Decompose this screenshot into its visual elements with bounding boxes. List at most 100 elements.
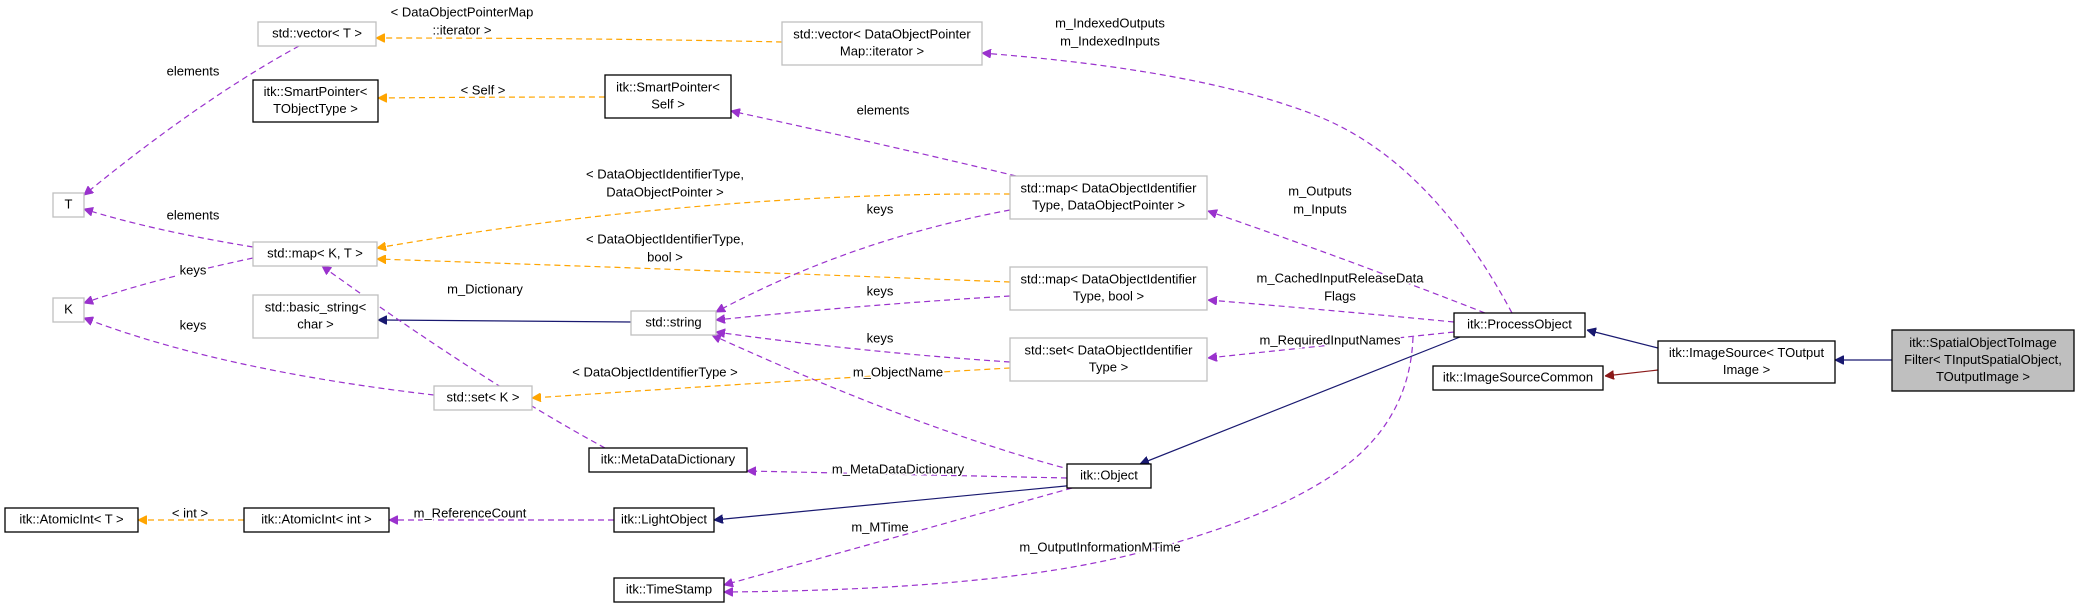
class-node-label: std::vector< DataObjectPointer xyxy=(793,26,971,41)
edge-label: m_ReferenceCount xyxy=(414,505,527,520)
class-node-label: itk::TimeStamp xyxy=(626,581,712,596)
class-node-object[interactable]: itk::Object xyxy=(1066,463,1152,489)
edge-imagesourcecommon-to-imagesource xyxy=(1605,369,1659,376)
class-node-atomicint_int[interactable]: itk::AtomicInt< int > xyxy=(243,507,390,533)
class-node-lightobject[interactable]: itk::LightObject xyxy=(613,507,715,533)
edge-label: m_CachedInputReleaseData xyxy=(1257,270,1425,285)
edge-lightobject-to-object xyxy=(714,484,1077,520)
class-node-box xyxy=(781,21,983,66)
class-node-box xyxy=(1009,266,1208,311)
class-node-map_bool: std::map< DataObjectIdentifierType, bool… xyxy=(1009,266,1208,311)
class-node-vector_dop: std::vector< DataObjectPointerMap::itera… xyxy=(781,21,983,66)
edge-label: < DataObjectIdentifierType, xyxy=(586,231,744,246)
edge-label: m_Dictionary xyxy=(447,281,523,296)
edge-label: DataObjectPointer > xyxy=(606,184,723,199)
edge-string-to-map_bool xyxy=(716,295,1011,320)
edge-label: < DataObjectIdentifierType, xyxy=(586,166,744,181)
edge-timestamp-to-object xyxy=(724,487,1073,585)
edge-vector_t-to-vector_dop xyxy=(376,38,783,43)
class-node-metadatadictionary[interactable]: itk::MetaDataDictionary xyxy=(588,447,748,473)
edge-label: m_Inputs xyxy=(1293,201,1347,216)
edges-layer xyxy=(84,38,1892,592)
edge-map_bool-to-processobject xyxy=(1208,300,1455,323)
edge-object-to-processobject xyxy=(1140,336,1461,464)
class-node-box xyxy=(1009,337,1208,382)
edge-processobject-to-imagesource xyxy=(1587,330,1659,349)
edge-label: m_MetaDataDictionary xyxy=(832,461,965,476)
class-node-map_dop: std::map< DataObjectIdentifierType, Data… xyxy=(1009,175,1208,220)
class-node-label: itk::ProcessObject xyxy=(1467,316,1572,331)
class-node-label: char > xyxy=(297,316,334,331)
edge-label: ::iterator > xyxy=(433,22,492,37)
class-node-label: itk::LightObject xyxy=(621,511,707,526)
class-node-smartpointer_self[interactable]: itk::SmartPointer<Self > xyxy=(604,74,732,119)
class-node-box xyxy=(1066,463,1152,489)
edge-label: m_OutputInformationMTime xyxy=(1019,539,1180,554)
class-node-label: Filter< TInputSpatialObject, xyxy=(1904,352,2062,367)
class-node-K: K xyxy=(52,297,85,323)
edge-label: m_Outputs xyxy=(1288,183,1352,198)
class-node-box xyxy=(1453,312,1586,338)
edge-map_kt-to-map_bool xyxy=(377,259,1011,283)
class-node-box xyxy=(433,385,533,411)
class-node-box xyxy=(1891,329,2075,392)
class-node-box xyxy=(613,507,715,533)
edge-label: keys xyxy=(867,201,894,216)
class-node-box xyxy=(252,294,379,339)
edge-string-to-map_dop xyxy=(716,209,1011,313)
class-node-label: itk::AtomicInt< T > xyxy=(19,511,123,526)
edge-label: m_ObjectName xyxy=(853,364,943,379)
edge-label: < DataObjectPointerMap xyxy=(391,4,534,19)
class-node-label: std::map< DataObjectIdentifier xyxy=(1021,271,1198,286)
edge-label: m_MTime xyxy=(851,519,908,534)
class-node-label: TObjectType > xyxy=(273,101,358,116)
class-node-box xyxy=(243,507,390,533)
class-node-label: itk::AtomicInt< int > xyxy=(261,511,372,526)
class-node-label: Self > xyxy=(651,96,685,111)
edge-T-to-vector_t xyxy=(84,45,300,195)
edge-set_k-to-set_doi xyxy=(532,367,1011,398)
class-node-label: K xyxy=(64,301,73,316)
class-node-atomicint_t[interactable]: itk::AtomicInt< T > xyxy=(4,507,139,533)
edge-string-to-set_doi xyxy=(716,332,1011,363)
class-node-label: std::basic_string< xyxy=(265,299,367,314)
edge-label: Flags xyxy=(1324,288,1356,303)
class-node-label: std::map< K, T > xyxy=(267,245,363,260)
class-node-box xyxy=(52,297,85,323)
class-node-imagesource[interactable]: itk::ImageSource< TOutputImage > xyxy=(1657,340,1836,384)
edge-label: elements xyxy=(167,63,220,78)
class-node-box xyxy=(613,577,725,603)
edge-string-to-object xyxy=(712,335,1073,471)
class-node-label: itk::SmartPointer< xyxy=(264,84,368,99)
class-node-timestamp[interactable]: itk::TimeStamp xyxy=(613,577,725,603)
edge-labels-layer: m_MetaDataDictionary m_MTime m_OutputInfor… xyxy=(165,3,1426,556)
edge-label: < int > xyxy=(172,505,208,520)
edge-label: elements xyxy=(167,207,220,222)
class-node-label: itk::ImageSource< TOutput xyxy=(1669,345,1825,360)
edge-smartpointer_t-to-smartpointer_self xyxy=(378,97,606,98)
edge-basic_string-to-string xyxy=(378,320,632,322)
class-node-box xyxy=(252,79,379,123)
class-node-box xyxy=(604,74,732,119)
edge-K-to-set_k xyxy=(84,318,435,396)
class-node-imagesourcecommon[interactable]: itk::ImageSourceCommon xyxy=(1432,365,1604,391)
edge-timestamp-to-processobject xyxy=(724,336,1414,592)
class-node-box xyxy=(4,507,139,533)
class-node-label: itk::SmartPointer< xyxy=(616,79,720,94)
class-node-box xyxy=(588,447,748,473)
class-node-box xyxy=(1432,365,1604,391)
edge-label: < DataObjectIdentifierType > xyxy=(572,364,737,379)
class-node-basic_string: std::basic_string<char > xyxy=(252,294,379,339)
class-node-processobject[interactable]: itk::ProcessObject xyxy=(1453,312,1586,338)
edge-smartpointer_self-to-map_dop xyxy=(731,111,1017,177)
class-node-box xyxy=(1657,340,1836,384)
class-node-T: T xyxy=(52,192,85,218)
class-node-smartpointer_t[interactable]: itk::SmartPointer<TObjectType > xyxy=(252,79,379,123)
class-node-box xyxy=(52,192,85,218)
class-node-label: Map::iterator > xyxy=(840,43,924,58)
class-node-string: std::string xyxy=(630,310,717,336)
edge-label: keys xyxy=(867,283,894,298)
edge-label: m_IndexedOutputs xyxy=(1055,15,1165,30)
